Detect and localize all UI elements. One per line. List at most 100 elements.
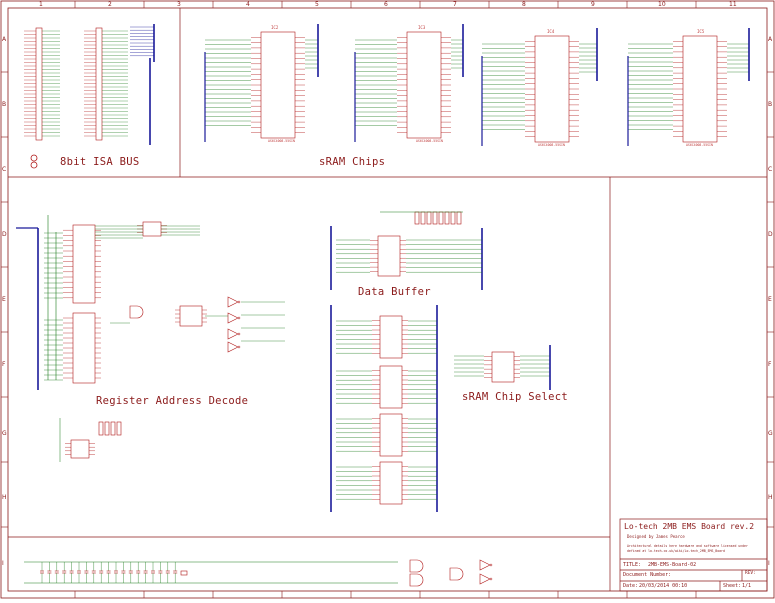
- isa-connector-b: [95, 27, 103, 141]
- chip-label-ic5: IC5: [697, 29, 705, 34]
- decode-latch: [142, 221, 162, 237]
- sheet-label: Sheet:: [723, 583, 742, 589]
- row-label-a-right: A: [768, 36, 773, 43]
- license-line-2: defined at lo-tech.co.uk/wiki/Lo-tech_2M…: [627, 549, 725, 553]
- databuf-pullup-4: [438, 211, 444, 225]
- power-buffer-2-bubble: [489, 577, 493, 581]
- section-title-data-buffer: Data Buffer: [358, 286, 431, 298]
- col-label-2: 2: [108, 1, 112, 8]
- decode-comparator-1: [72, 224, 96, 304]
- row-label-c: C: [2, 166, 7, 173]
- title-value: 2MB-EMS-Board-02: [648, 562, 697, 568]
- row-label-f-right: F: [768, 361, 772, 368]
- sram-ic5: [682, 35, 718, 143]
- sheet-value: 1/1: [742, 583, 752, 589]
- rev-label: REV:: [745, 571, 756, 576]
- chip-label-ic3: IC3: [418, 25, 426, 30]
- row-label-b-right: B: [768, 101, 773, 108]
- decode-buffer-3: [227, 328, 239, 340]
- row-label-a: A: [2, 36, 7, 43]
- col-label-11: 11: [729, 1, 737, 8]
- row-label-b: B: [2, 101, 7, 108]
- databuf-pullup-0: [414, 211, 420, 225]
- power-gate-3: [449, 567, 464, 581]
- isa-connector-a: [35, 27, 43, 141]
- decode-buffer-4-bubble: [237, 345, 241, 349]
- license-line-1: Architectural details here hardware and …: [627, 544, 748, 548]
- power-buffer-1: [479, 559, 491, 571]
- dip-resistor-net: [70, 439, 90, 459]
- title-block-frame: [619, 518, 768, 592]
- isa-jumper-bottom: [30, 161, 38, 169]
- col-label-3: 3: [177, 1, 181, 8]
- power-buffer-2: [479, 573, 491, 585]
- chip-label-ic2: IC2: [271, 25, 279, 30]
- bulk-cap: [180, 570, 188, 576]
- chip-part-ic3: AS6C4008-55SIN: [416, 139, 443, 143]
- dip-switch-0: [98, 421, 104, 436]
- section-title-chip-select: sRAM Chip Select: [462, 391, 568, 403]
- chipsel-mapper-3: [379, 413, 403, 457]
- col-label-7: 7: [453, 1, 457, 8]
- decode-buffer-1: [227, 296, 239, 308]
- title-label: TITLE:: [623, 562, 642, 568]
- col-label-1: 1: [39, 1, 43, 8]
- board-title: Lo-tech 2MB EMS Board rev.2: [624, 522, 755, 531]
- schematic-components: [16, 24, 750, 587]
- decode-comparator-2: [72, 312, 96, 384]
- decode-buffer-2: [227, 312, 239, 324]
- row-label-g-right: G: [768, 430, 773, 437]
- chipsel-mapper-1: [379, 315, 403, 359]
- power-gate-1: [409, 559, 424, 573]
- chip-part-ic5: AS6C4008-55SIN: [686, 143, 713, 147]
- isa-jumper-top: [30, 154, 38, 162]
- power-buffer-1-bubble: [489, 563, 493, 567]
- col-label-4: 4: [246, 1, 250, 8]
- dip-switch-1: [104, 421, 110, 436]
- dip-switch-2: [110, 421, 116, 436]
- chip-part-ic4: AS6C4008-55SIN: [538, 143, 565, 147]
- row-label-c-right: C: [768, 166, 773, 173]
- databuf-pullup-1: [420, 211, 426, 225]
- row-label-d-right: D: [768, 231, 773, 238]
- docnum-label: Document Number:: [623, 572, 672, 578]
- dip-switch-3: [116, 421, 122, 436]
- date-label: Date:: [623, 583, 639, 589]
- row-label-h-right: H: [768, 494, 773, 501]
- databuf-pullup-5: [444, 211, 450, 225]
- row-label-i-right: I: [768, 560, 770, 567]
- decode-buffer-4: [227, 341, 239, 353]
- databuf-pullup-3: [432, 211, 438, 225]
- col-label-10: 10: [658, 1, 666, 8]
- sram-ic2: [260, 31, 296, 139]
- row-label-i: I: [2, 560, 4, 567]
- col-label-5: 5: [315, 1, 319, 8]
- row-label-d: D: [2, 231, 7, 238]
- decode-gate-1: [129, 305, 144, 319]
- row-label-h: H: [2, 494, 7, 501]
- sram-ic3: [406, 31, 442, 139]
- chipsel-mapper-4: [379, 461, 403, 505]
- databuf-transceiver: [377, 235, 401, 277]
- section-title-register-decode: Register Address Decode: [96, 395, 249, 407]
- col-label-8: 8: [522, 1, 526, 8]
- row-label-e-right: E: [768, 296, 772, 303]
- chipsel-mapper-2: [379, 365, 403, 409]
- decode-buffer-2-bubble: [237, 316, 241, 320]
- decode-buffer-3-bubble: [237, 332, 241, 336]
- chipsel-decoder: [491, 351, 515, 383]
- date-value: 20/03/2014 00:10: [639, 583, 688, 589]
- col-label-9: 9: [591, 1, 595, 8]
- col-label-6: 6: [384, 1, 388, 8]
- row-label-f: F: [2, 361, 6, 368]
- chip-part-ic2: AS6C4008-55SIN: [268, 139, 295, 143]
- row-label-e: E: [2, 296, 6, 303]
- section-frames: [8, 8, 767, 591]
- row-label-g: G: [2, 430, 7, 437]
- designer-credit: Designed by James Pearce: [627, 534, 685, 539]
- section-title-sram-chips: sRAM Chips: [319, 156, 386, 168]
